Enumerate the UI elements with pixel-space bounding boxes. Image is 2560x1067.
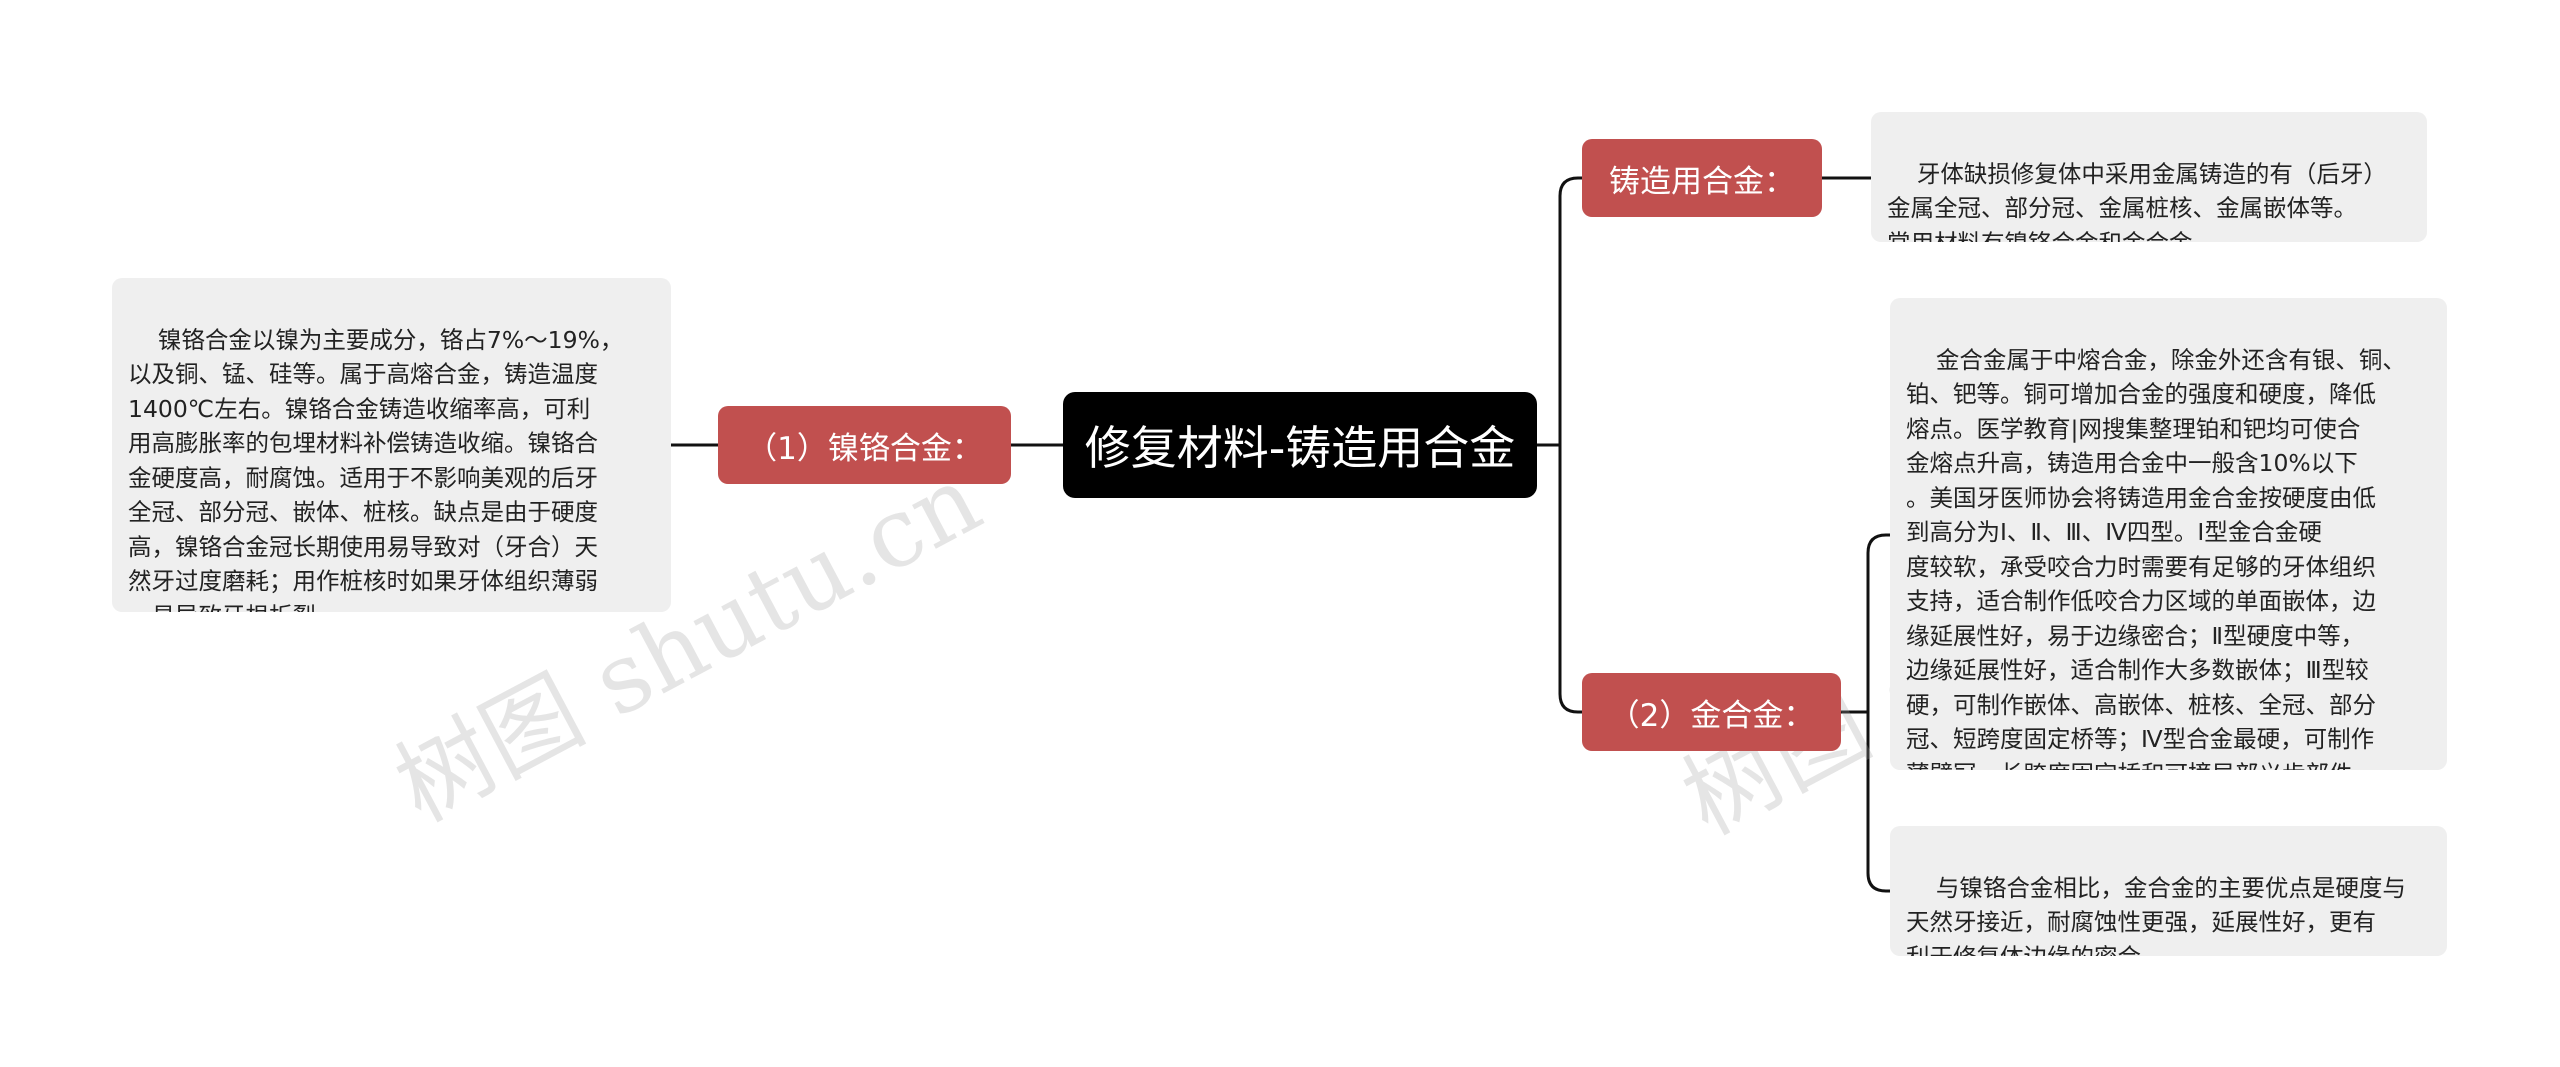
leaf-text: 牙体缺损修复体中采用金属铸造的有（后牙） 金属全冠、部分冠、金属桩核、金属嵌体等…	[1887, 159, 2387, 243]
branch-label: 铸造用合金：	[1609, 163, 1795, 200]
leaf-nickel-chromium-note[interactable]: 镍铬合金以镍为主要成分，铬占7%～19%， 以及铜、锰、硅等。属于高熔合金，铸造…	[112, 278, 671, 612]
branch-gold-alloy[interactable]: （2）金合金：	[1582, 673, 1841, 751]
root-topic-label: 修复材料-铸造用合金	[1084, 421, 1516, 475]
leaf-text: 与镍铬合金相比，金合金的主要优点是硬度与 天然牙接近，耐腐蚀性更强，延展性好，更…	[1906, 873, 2406, 957]
connector-gold-trunk	[1866, 533, 1892, 893]
connector-right-trunk	[1558, 176, 1584, 714]
branch-nickel-chromium[interactable]: （1）镍铬合金：	[718, 406, 1011, 484]
leaf-gold-alloy-note[interactable]: 金合金属于中熔合金，除金外还含有银、铜、 铂、钯等。铜可增加合金的强度和硬度，降…	[1890, 298, 2447, 770]
branch-label: （1）镍铬合金：	[746, 430, 983, 467]
leaf-gold-alloy-advantage[interactable]: 与镍铬合金相比，金合金的主要优点是硬度与 天然牙接近，耐腐蚀性更强，延展性好，更…	[1890, 826, 2447, 956]
branch-label: （2）金合金：	[1608, 697, 1815, 734]
branch-casting-alloy[interactable]: 铸造用合金：	[1582, 139, 1822, 217]
root-topic[interactable]: 修复材料-铸造用合金	[1063, 392, 1537, 498]
leaf-text: 镍铬合金以镍为主要成分，铬占7%～19%， 以及铜、锰、硅等。属于高熔合金，铸造…	[128, 325, 624, 613]
leaf-text: 金合金属于中熔合金，除金外还含有银、铜、 铂、钯等。铜可增加合金的强度和硬度，降…	[1906, 345, 2406, 771]
leaf-casting-alloy-note[interactable]: 牙体缺损修复体中采用金属铸造的有（后牙） 金属全冠、部分冠、金属桩核、金属嵌体等…	[1871, 112, 2427, 242]
